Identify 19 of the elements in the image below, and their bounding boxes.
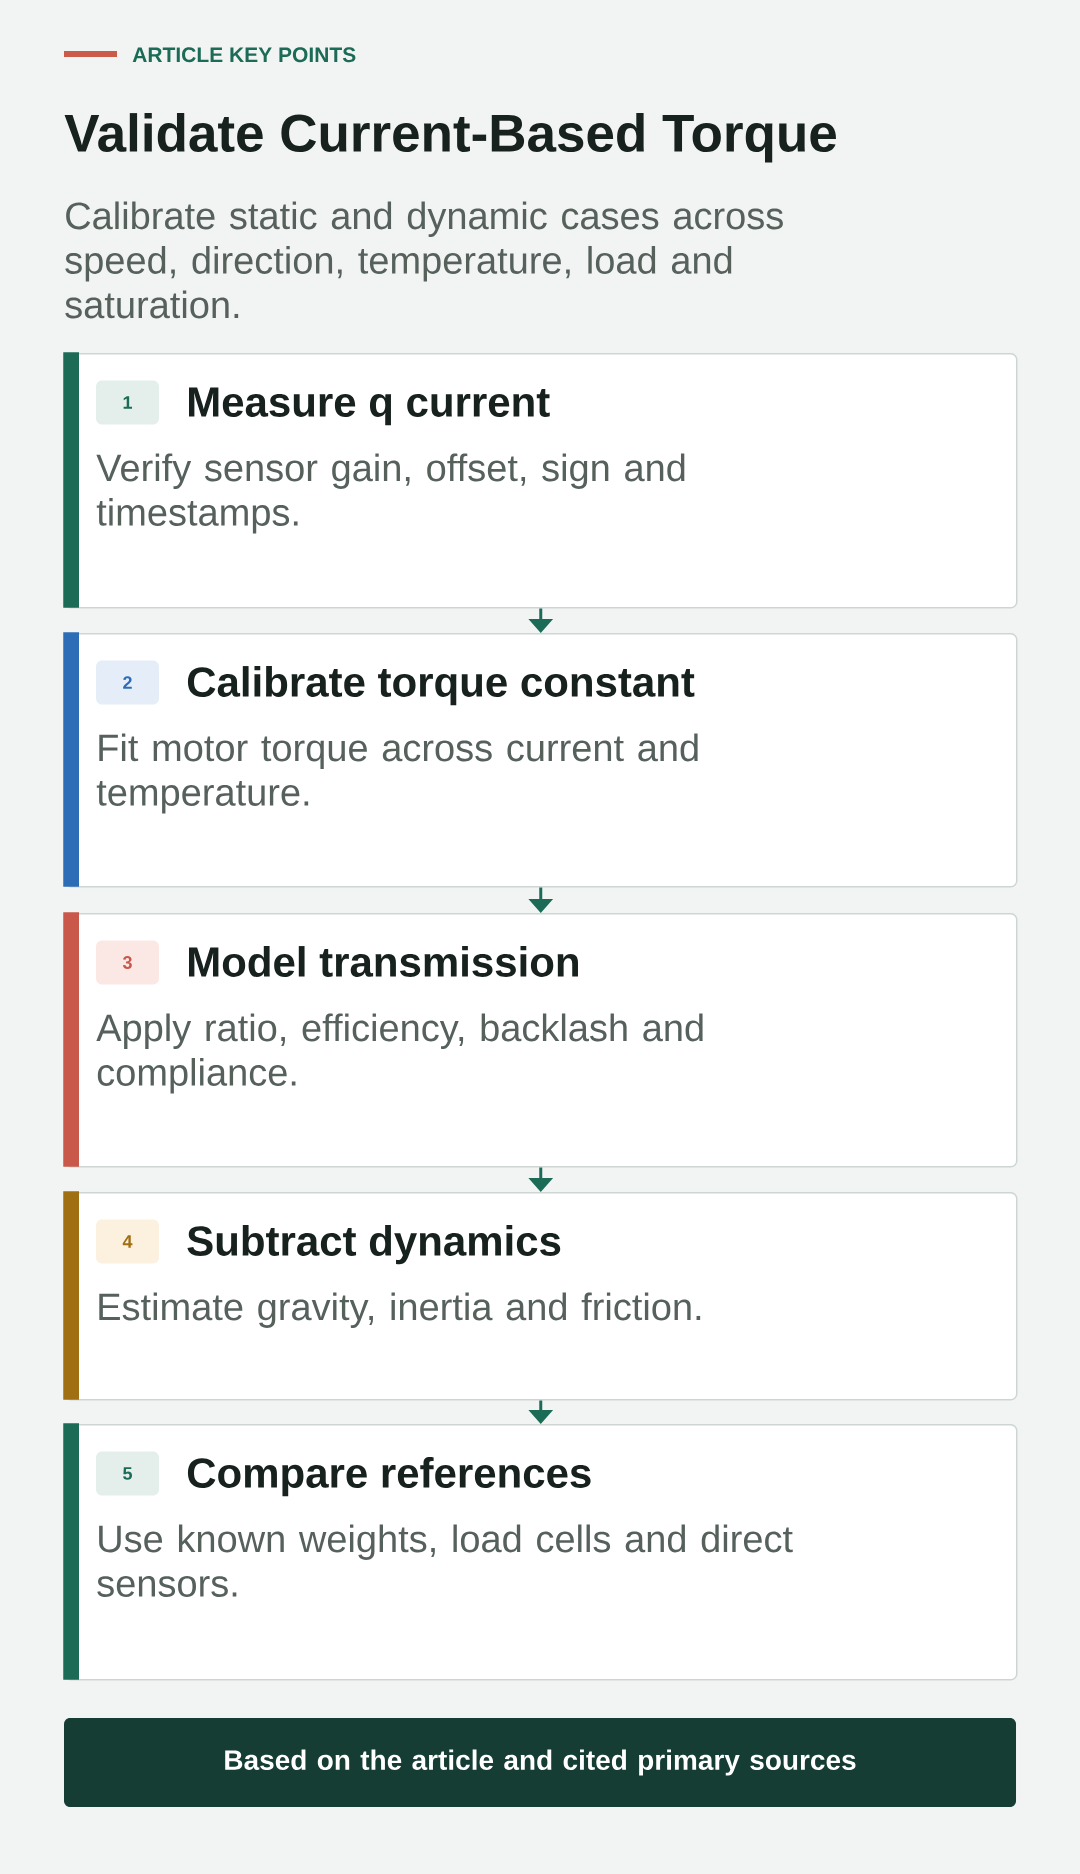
subtitle: Calibrate static and dynamic cases across speed, direction, temperature, load and saturation.: [65, 201, 783, 319]
step-heading: Compare references: [187, 1457, 591, 1497]
footer-banner: Based on the article and cited primary sources: [64, 1718, 1016, 1807]
number-badge: 3: [96, 940, 159, 985]
step-description: Verify sensor gain, offset, sign and timestamps.: [96, 453, 685, 534]
title: Validate Current-Based Torque: [64, 113, 836, 163]
step-description: Apply ratio, efficiency, backlash and compliance.: [96, 1013, 703, 1094]
step-heading: Calibrate torque constant: [187, 666, 695, 706]
number-badge: 1: [96, 380, 159, 425]
number-badge: 2: [96, 660, 159, 705]
step-heading: Measure q current: [189, 387, 550, 426]
step-heading: Model transmission: [189, 946, 578, 977]
step-heading: Subtract dynamics: [187, 1225, 561, 1265]
number-badge: 4: [96, 1219, 159, 1264]
kicker: ARTICLE KEY POINTS: [132, 47, 356, 63]
step-description: Fit motor torque across current and temperature.: [96, 733, 698, 814]
step-description: Use known weights, load cells and direct sensors.: [97, 1524, 793, 1597]
number-badge: 5: [96, 1451, 159, 1496]
step-description: Estimate gravity, inertia and friction.: [99, 1292, 701, 1328]
